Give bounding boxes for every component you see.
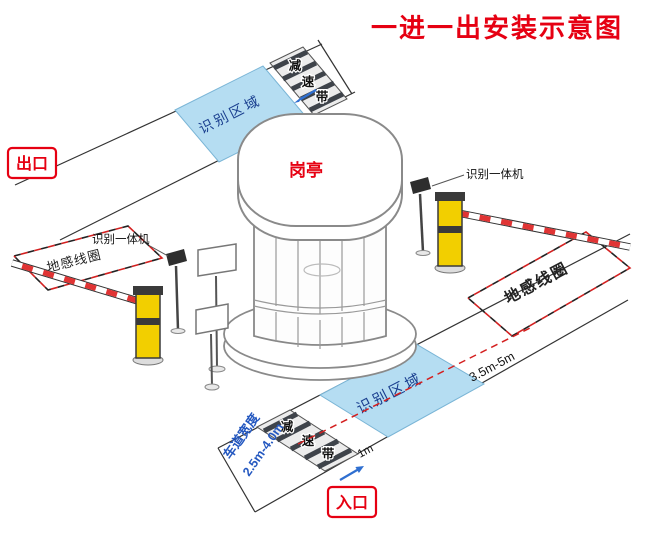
sign-a-panel [197, 243, 237, 277]
entrance-badge-label: 入口 [336, 494, 368, 512]
recognizer-left-label: 识别一体机 [92, 232, 150, 246]
page-title: 一进一出安装示意图 [371, 13, 623, 43]
exit-lane-end-cap [317, 39, 353, 95]
barrier-gate-right [434, 192, 631, 274]
entry-direction-arrow [339, 466, 364, 481]
camera-icon [166, 249, 187, 266]
speed-bump-bottom-stripes [262, 411, 353, 470]
sign-b-base [204, 383, 220, 391]
ground-coil-right: 地感线圈 [466, 231, 632, 337]
entry-lane-center-dashed-line [297, 326, 533, 445]
entrance-badge: 入口 [326, 485, 378, 519]
booth-roof-top [237, 113, 403, 227]
exit-lane-upper-edge [14, 43, 323, 186]
booth-window-frames [253, 230, 387, 349]
barrier-left-arm-white [11, 260, 139, 304]
coil-right-label: 地感线圈 [501, 258, 572, 308]
entrance-badge-box [326, 485, 378, 519]
recognizer-left-leader [149, 245, 169, 257]
recognizer-right-pole [418, 193, 425, 253]
exit-direction-arrow [294, 89, 317, 103]
barrier-left-cap [133, 286, 163, 295]
barrier-left-band [136, 318, 160, 325]
camera-icon [410, 177, 431, 194]
coil-left-outline-black [12, 225, 164, 291]
recognizer-right-label: 识别一体机 [466, 167, 524, 181]
svg-text:带: 带 [322, 446, 335, 461]
exit-badge: 出口 [6, 146, 58, 180]
barrier-right-band [438, 226, 462, 233]
exit-badge-label: 出口 [16, 154, 48, 173]
barrier-right-arm-red-stripes [457, 210, 631, 250]
sign-b-panel [195, 303, 229, 335]
svg-text:减: 减 [281, 419, 294, 434]
arrow-head-icon [294, 95, 303, 103]
sign-board-b [195, 303, 229, 391]
sign-b-pole [210, 333, 213, 387]
svg-text:速: 速 [302, 74, 315, 89]
booth-desk [303, 263, 341, 277]
svg-text:减: 减 [289, 58, 302, 73]
recognizer-right-leader [431, 174, 465, 187]
speed-bump-bottom: 减 速 带 [256, 409, 359, 472]
entry-lane-start-cap [217, 447, 256, 513]
exit-badge-box [6, 146, 58, 180]
speed-bump-top-label: 减 速 带 [287, 57, 330, 106]
guard-booth: 岗亭 [223, 113, 417, 381]
coil-right-outline-black [466, 231, 632, 337]
recognizer-right-base [415, 250, 431, 256]
speed-bump-bottom-label: 减 速 带 [279, 418, 336, 463]
arrow-head-icon [355, 466, 364, 473]
booth-label: 岗亭 [289, 160, 323, 180]
barrier-gate-left [10, 259, 164, 366]
coil-right-outline-red [466, 231, 632, 337]
recognizer-left-pole [174, 265, 180, 331]
recognizer-left: 识别一体机 [92, 232, 187, 334]
sign-a-base [208, 365, 226, 373]
svg-text:带: 带 [316, 89, 329, 104]
coil-left-label: 地感线圈 [45, 247, 103, 275]
recognizer-left-base [170, 328, 186, 334]
recognizer-right: 识别一体机 [410, 167, 524, 256]
coil-left-outline-red [12, 225, 164, 291]
barrier-right-cap [435, 192, 465, 201]
